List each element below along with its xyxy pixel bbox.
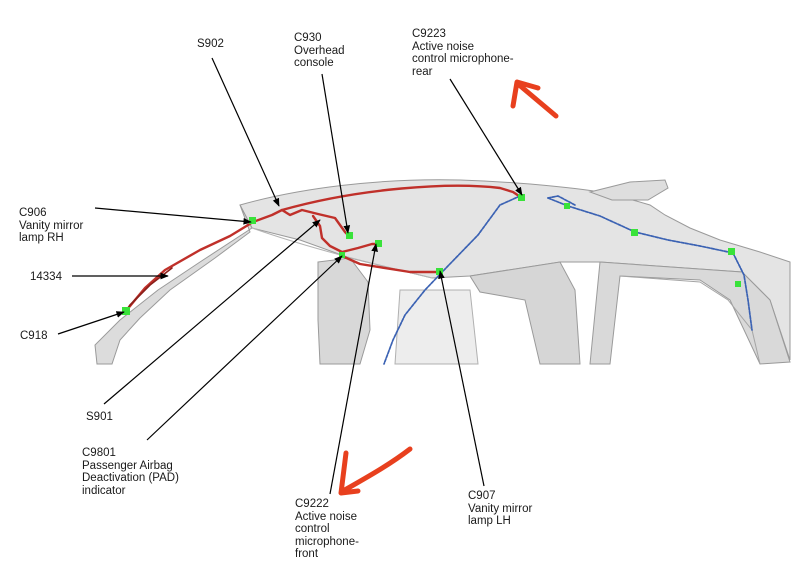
- b-pillar: [469, 261, 581, 365]
- connector-c930: [346, 232, 353, 239]
- harness-blue: [383, 195, 753, 365]
- connector-c918: [122, 307, 130, 315]
- label-c9223: C9223 Active noise control microphone- r…: [412, 28, 514, 78]
- label-s901: S901: [86, 411, 113, 423]
- annotation-arrow-front: [338, 446, 413, 496]
- label-c9222: C9222 Active noise control microphone- f…: [295, 498, 359, 560]
- side-pillar-left: [317, 257, 371, 365]
- leader-lines: [57, 57, 523, 495]
- label-c918: C918: [20, 330, 48, 342]
- connector-blue-3: [728, 248, 735, 255]
- connector-blue-4: [735, 281, 741, 287]
- roof-edge-line: [251, 227, 433, 279]
- leader-c918: [57, 311, 125, 335]
- label-14334: 14334: [30, 271, 62, 283]
- leader-c9223: [449, 78, 523, 196]
- leader-c906: [94, 207, 252, 225]
- connector-c9222: [375, 240, 382, 247]
- connector-c9801: [339, 252, 345, 258]
- door-opening-frame: [589, 261, 791, 365]
- vehicle-body: [94, 179, 791, 365]
- rear-window-edge: [619, 275, 761, 365]
- leader-c9801: [146, 255, 343, 441]
- leader-s901: [103, 219, 321, 405]
- leader-c9222: [329, 243, 378, 495]
- label-c9801: C9801 Passenger Airbag Deactivation (PAD…: [82, 447, 179, 497]
- connector-blue-1: [564, 203, 570, 209]
- label-s902: S902: [197, 38, 224, 50]
- annotation-arrows: [338, 79, 559, 496]
- label-c906: C906 Vanity mirror lamp RH: [19, 207, 84, 244]
- connector-blue-2: [631, 229, 638, 236]
- leader-c930: [321, 73, 351, 234]
- rear-spoiler: [588, 179, 669, 201]
- connector-c9223: [518, 194, 525, 201]
- label-c930: C930 Overhead console: [294, 32, 345, 69]
- leader-c907: [438, 270, 485, 487]
- label-c907: C907 Vanity mirror lamp LH: [468, 490, 533, 527]
- leader-s902: [211, 57, 280, 207]
- connector-c906: [249, 217, 256, 224]
- inner-panel: [394, 289, 479, 365]
- annotation-arrow-rear: [510, 79, 559, 119]
- a-pillar-rh: [94, 204, 253, 365]
